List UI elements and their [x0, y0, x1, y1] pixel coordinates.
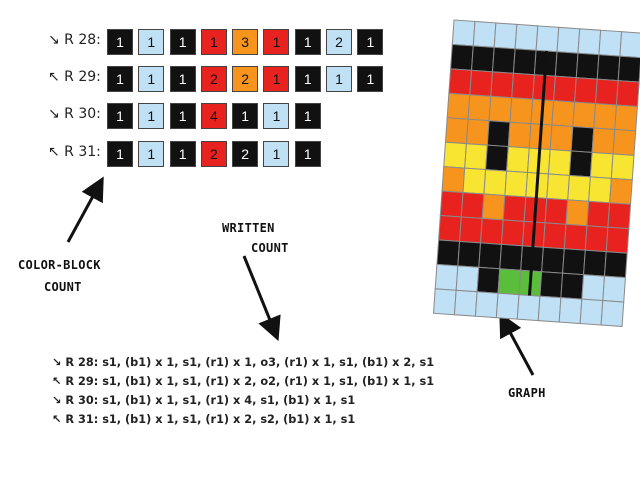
row-label: ↖ R 31: — [48, 144, 101, 160]
color-block-cell: 2 — [200, 141, 227, 167]
color-block-cell: 1 — [169, 66, 196, 92]
written-line-r29: ↖ R 29: s1, (b1) x 1, s1, (r1) x 2, o2, … — [52, 375, 435, 388]
color-block-cell: 4 — [200, 103, 227, 129]
color-block-caption-line2: COUNT — [44, 280, 82, 294]
row-label: ↖ R 29: — [48, 69, 101, 85]
color-block-cell: 1 — [138, 141, 165, 167]
color-block-cell: 1 — [138, 66, 165, 92]
color-block-cell: 1 — [294, 103, 321, 129]
written-line-r30: ↘ R 30: s1, (b1) x 1, s1, (r1) x 4, s1, … — [52, 394, 356, 407]
color-block-caption-line1: COLOR-BLOCK — [18, 258, 101, 272]
color-block-cell: 3 — [232, 29, 259, 55]
written-caption-line1: WRITTEN — [222, 221, 275, 235]
color-block-cell: 1 — [107, 66, 133, 92]
color-block-cell: 1 — [294, 141, 321, 167]
color-block-cell: 1 — [200, 29, 227, 55]
graph-arrow — [499, 312, 535, 376]
color-block-cell: 1 — [263, 103, 290, 129]
color-block-cell: 1 — [263, 29, 290, 55]
written-line-r31: ↖ R 31: s1, (b1) x 1, s1, (r1) x 2, s2, … — [52, 413, 356, 426]
color-block-cell: 1 — [107, 103, 133, 129]
color-block-cell: 1 — [169, 103, 196, 129]
color-block-cell: 1 — [169, 29, 196, 55]
color-block-cell: 2 — [326, 29, 353, 55]
color-block-cell: 1 — [294, 29, 321, 55]
color-block-cell: 1 — [357, 29, 384, 55]
color-block-cell: 1 — [357, 66, 384, 92]
graph-caption: GRAPH — [508, 386, 546, 400]
color-block-cell: 1 — [294, 66, 321, 92]
color-block-cell: 1 — [326, 66, 353, 92]
color-block-cell: 2 — [232, 66, 259, 92]
written-line-r28: ↘ R 28: s1, (b1) x 1, s1, (r1) x 1, o3, … — [52, 356, 435, 369]
color-block-cell: 1 — [138, 103, 165, 129]
written-count-arrow — [242, 255, 281, 342]
color-block-cell: 2 — [232, 141, 259, 167]
color-block-cell: 1 — [263, 141, 290, 167]
color-block-cell: 1 — [107, 29, 133, 55]
color-block-cell: 1 — [263, 66, 290, 92]
row-label: ↘ R 30: — [48, 106, 101, 122]
row-label: ↘ R 28: — [48, 32, 101, 48]
color-block-cell: 2 — [200, 66, 227, 92]
color-block-cell: 1 — [138, 29, 165, 55]
color-block-cell: 1 — [232, 103, 259, 129]
color-block-cell: 1 — [107, 141, 133, 167]
written-caption-line2: COUNT — [251, 241, 289, 255]
color-block-cell: 1 — [169, 141, 196, 167]
color-block-arrow — [66, 176, 104, 243]
